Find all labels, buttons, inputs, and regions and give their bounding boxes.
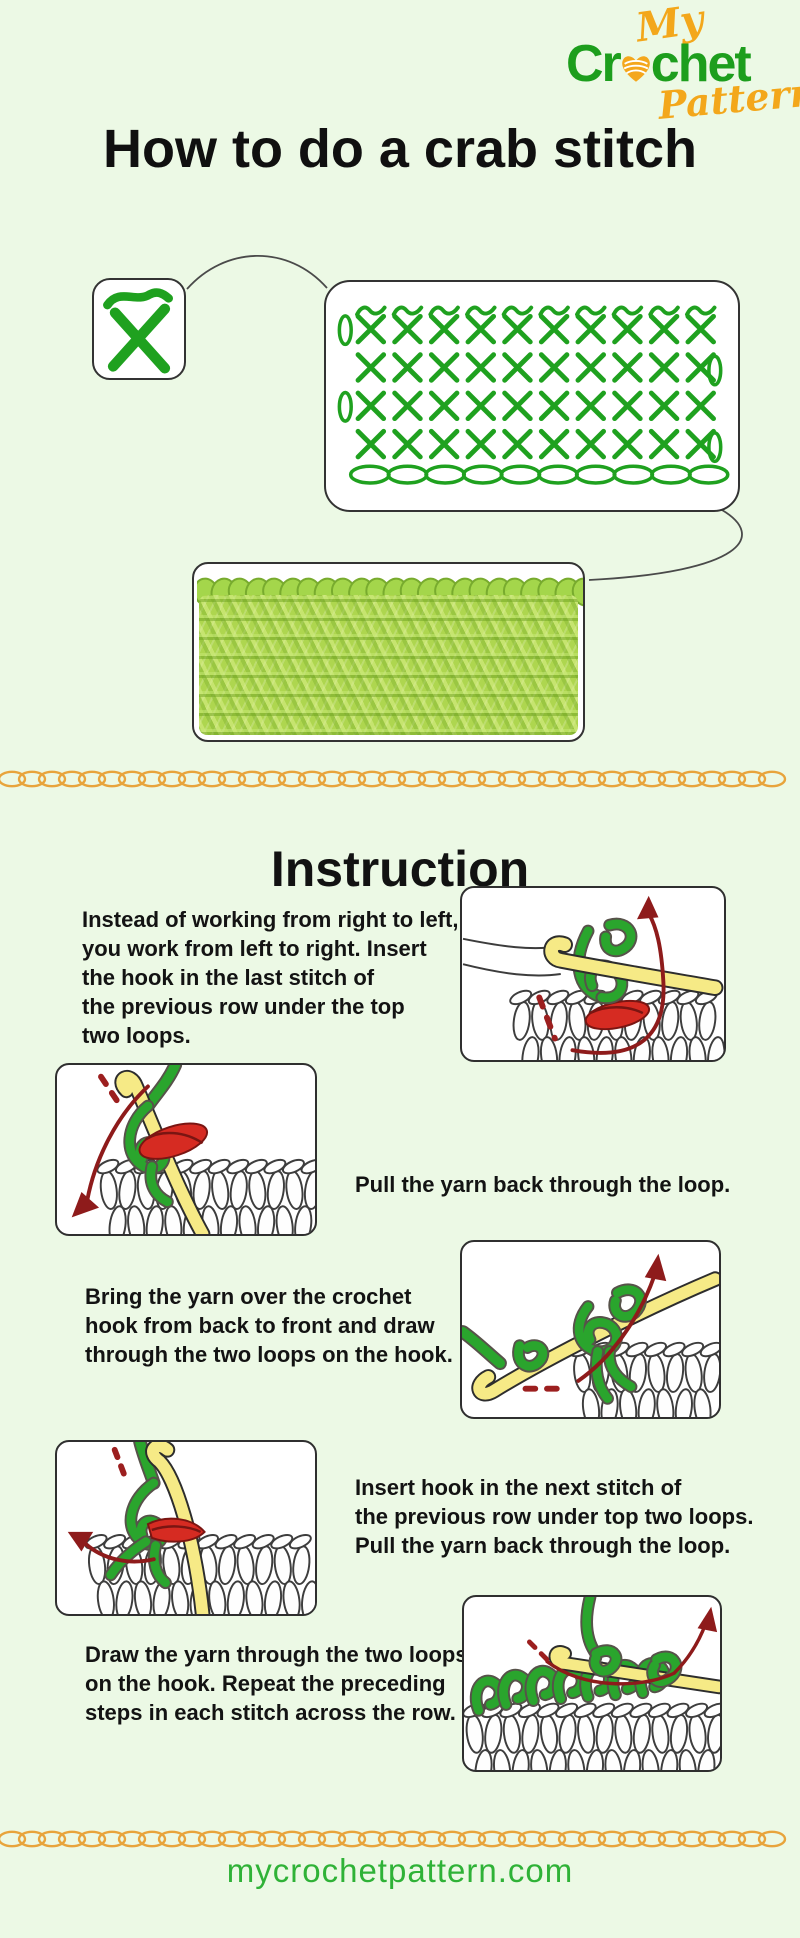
- brand-logo: My Cr chet Pattern: [560, 0, 800, 134]
- insert-hook-next-stitch-illustration: [67, 1442, 315, 1614]
- step-2-illustration-box: [55, 1063, 317, 1236]
- insert-hook-in-last-stitch-illustration: [462, 895, 724, 1060]
- step-1-text: Instead of working from right to left, y…: [82, 907, 459, 1048]
- step-3-illustration-box: [460, 1240, 721, 1419]
- chain-divider: [0, 770, 787, 788]
- yarn-heart-icon: [621, 55, 650, 82]
- page-title: How to do a crab stitch: [102, 119, 698, 179]
- logo-crochet-suffix: chet: [650, 35, 752, 93]
- step-4-text: Insert hook in the next stitch of the pr…: [355, 1475, 754, 1558]
- stitch-chart-box: [324, 280, 740, 512]
- step-2-text: Pull the yarn back through the loop.: [355, 1172, 731, 1197]
- step-5-illustration-box: [462, 1595, 722, 1772]
- crab-stitch-symbol-box: [92, 278, 186, 380]
- draw-through-and-repeat-illustration: [464, 1597, 720, 1770]
- crab-stitch-symbol-icon: [103, 288, 173, 374]
- logo-crochet-prefix: Cr: [566, 35, 622, 93]
- logo-word-crochet: Cr chet: [566, 34, 752, 94]
- step-1-illustration-box: [460, 886, 726, 1062]
- pull-yarn-back-through-loop-illustration: [71, 1065, 315, 1234]
- step-5-text: Draw the yarn through the two loops on t…: [85, 1642, 468, 1725]
- step-3-text: Bring the yarn over the crochet hook fro…: [85, 1284, 453, 1367]
- website-link[interactable]: mycrochetpattern.com: [226, 1852, 574, 1889]
- step-4-illustration-box: [55, 1440, 317, 1616]
- chain-divider: [0, 1830, 787, 1848]
- yarn-over-draw-through-illustration: [462, 1253, 719, 1417]
- crab-stitch-photo: [192, 562, 585, 742]
- stitch-band: [464, 1702, 720, 1770]
- stitch-chart: [337, 305, 730, 485]
- crochet-fabric-texture: [199, 595, 578, 735]
